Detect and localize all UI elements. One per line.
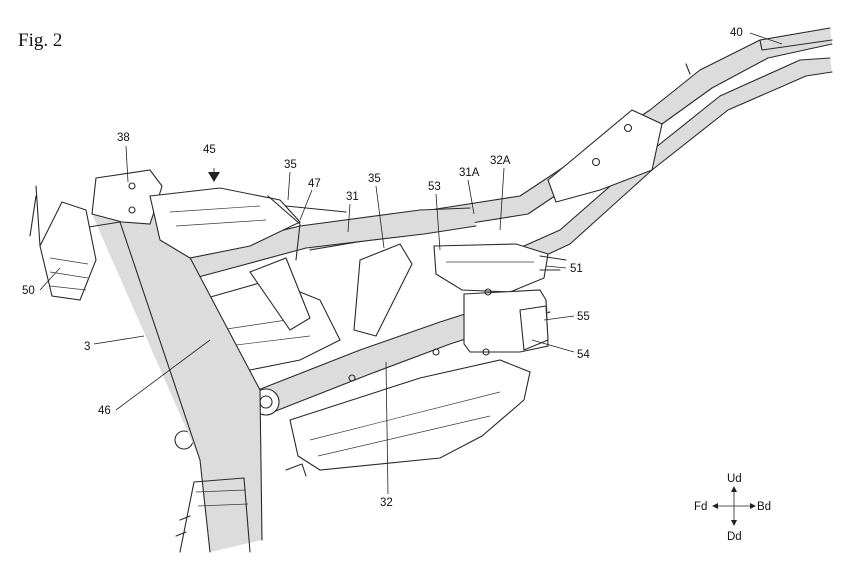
head-gusset [91, 169, 163, 225]
under-tray [519, 305, 549, 351]
compass-back-label: Bd [757, 501, 771, 513]
arrow-right-icon [750, 503, 756, 509]
label-35-left: 35 [284, 159, 297, 171]
leader-lines [39, 32, 783, 495]
rail-gusset [547, 109, 663, 203]
label-31A: 31A [459, 167, 480, 179]
label-38: 38 [117, 132, 130, 144]
compass-up-label: Ud [727, 473, 742, 485]
label-32A: 32A [490, 155, 511, 167]
head-pipe [29, 185, 97, 301]
air-box [149, 187, 347, 261]
label-40: 40 [730, 27, 743, 39]
figure-title: Fig. 2 [18, 30, 63, 51]
direction-compass: Ud Dd Fd Bd [694, 473, 771, 543]
label-53: 53 [428, 181, 441, 193]
arrow-down-icon [731, 520, 737, 526]
label-50: 50 [22, 285, 35, 297]
label-51: 51 [570, 263, 583, 275]
compass-front-label: Fd [694, 501, 707, 513]
arrow-left-icon [712, 503, 718, 509]
label-31: 31 [346, 191, 359, 203]
compass-down-label: Dd [727, 531, 742, 543]
label-54: 54 [577, 349, 590, 361]
label-47: 47 [308, 178, 321, 190]
label-32: 32 [380, 497, 393, 509]
arrowhead-45 [208, 172, 220, 182]
engine-guard [285, 359, 531, 477]
label-3: 3 [84, 341, 90, 353]
label-35-right: 35 [368, 173, 381, 185]
arrow-up-icon [731, 486, 737, 492]
label-55: 55 [577, 311, 590, 323]
rear-bracket-assembly [433, 243, 567, 293]
label-46: 46 [98, 405, 111, 417]
down-tube [69, 181, 263, 553]
label-45: 45 [203, 144, 216, 156]
cross-brace [249, 243, 413, 337]
